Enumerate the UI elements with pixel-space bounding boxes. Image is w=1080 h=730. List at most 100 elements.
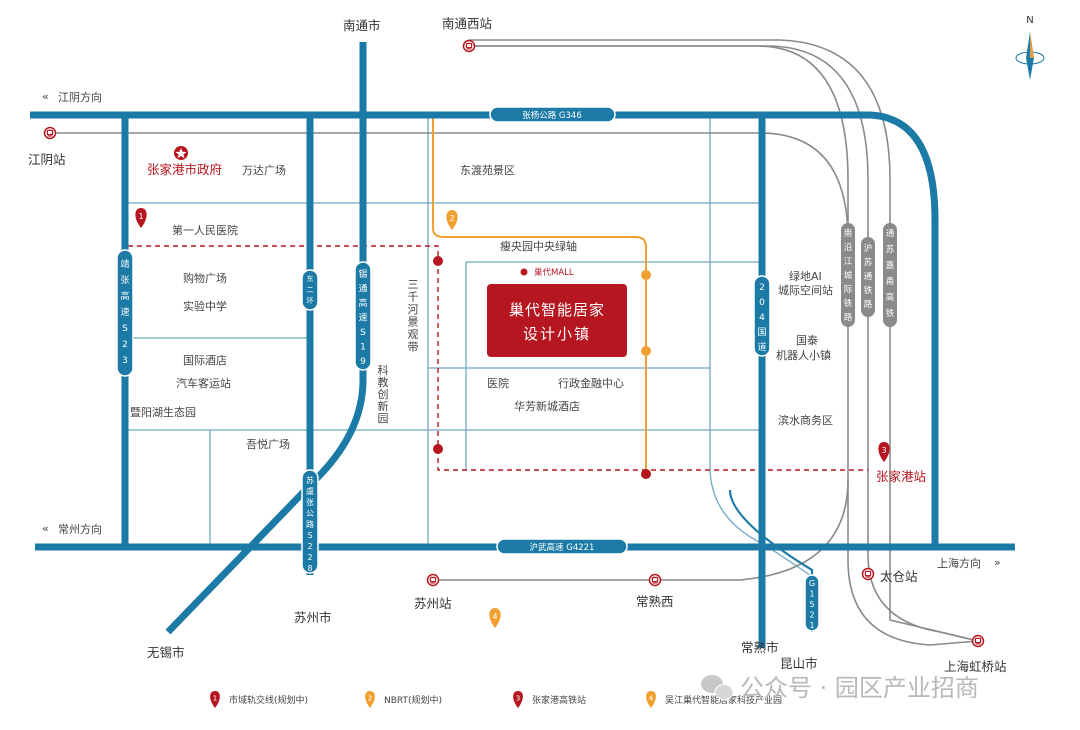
vertical-char: 2 bbox=[307, 542, 312, 551]
station-hongqiao: 上海虹桥站 bbox=[944, 659, 1007, 674]
vertical-char: 1 bbox=[809, 621, 814, 630]
station-icon bbox=[648, 573, 662, 587]
vertical-char: 8 bbox=[307, 564, 312, 573]
centerpiece-box: 巢代智能居家 设计小镇 bbox=[487, 284, 627, 357]
road-s228-pill bbox=[301, 469, 319, 574]
planned-rail-dashed bbox=[128, 245, 868, 471]
place-green-ai-1: 绿地AI bbox=[789, 269, 822, 283]
road-g346: 张杨公路 G346 bbox=[489, 106, 616, 123]
place-admin: 行政金融中心 bbox=[558, 376, 624, 390]
vertical-char: 三 bbox=[408, 278, 419, 291]
vertical-char: 1 bbox=[360, 343, 366, 353]
svg-text:4: 4 bbox=[649, 695, 654, 703]
vertical-char: 南 bbox=[844, 228, 853, 239]
centerpiece-line2: 设计小镇 bbox=[523, 325, 591, 343]
svg-text:NBRT(规划中): NBRT(规划中) bbox=[384, 694, 442, 706]
svg-text:1: 1 bbox=[213, 695, 217, 703]
city-wuxi: 无锡市 bbox=[147, 645, 185, 660]
vertical-char: 苏 bbox=[886, 244, 895, 255]
direction-changzhou-label: 常州方向 bbox=[58, 522, 102, 536]
svg-text:4: 4 bbox=[492, 612, 497, 621]
rail-tongsujia-pill bbox=[883, 223, 897, 327]
vertical-char: 0 bbox=[759, 298, 765, 308]
place-dongdu: 东渡苑景区 bbox=[460, 163, 515, 177]
legend-item: 4 吴江巢代智能居家科技产业园 bbox=[646, 691, 782, 708]
vertical-char: 观 bbox=[408, 328, 419, 341]
svg-text:N: N bbox=[1026, 15, 1033, 26]
road-east1-pill bbox=[301, 269, 319, 311]
rail-stop bbox=[433, 444, 443, 454]
place-mall: 巢代MALL bbox=[534, 267, 574, 278]
direction-jiangyin-label: 江阴方向 bbox=[58, 90, 102, 104]
place-shouyang: 瘦央园中央绿轴 bbox=[500, 239, 577, 253]
road-east1-label: 东二环 bbox=[307, 274, 314, 305]
vertical-char: 际 bbox=[844, 285, 853, 295]
svg-text:张杨公路 G346: 张杨公路 G346 bbox=[522, 110, 582, 121]
place-hotel-intl: 国际酒店 bbox=[183, 353, 227, 367]
vertical-char: 高 bbox=[120, 290, 129, 302]
vertical-char: 园 bbox=[378, 412, 389, 425]
vertical-char: 河 bbox=[408, 303, 419, 316]
vertical-char: S bbox=[360, 328, 366, 338]
station-jiangyin: 江阴站 bbox=[28, 152, 66, 167]
vertical-char: 铁 bbox=[886, 308, 895, 319]
vertical-char: 2 bbox=[809, 611, 814, 620]
road-g1521-pill bbox=[804, 574, 820, 632]
vertical-char: 锡 bbox=[358, 269, 367, 280]
vertical-char: 速 bbox=[358, 313, 367, 324]
vertical-char: 公 bbox=[306, 509, 314, 518]
place-school: 实验中学 bbox=[183, 299, 227, 313]
svg-text:1: 1 bbox=[138, 212, 143, 221]
vertical-char: 沪 bbox=[864, 243, 873, 254]
svg-text:沪武高速 G4221: 沪武高速 G4221 bbox=[530, 542, 595, 553]
station-icon bbox=[462, 39, 476, 53]
road-s19-pill bbox=[354, 261, 372, 371]
svg-text:市域轨交线(规划中): 市域轨交线(规划中) bbox=[229, 694, 308, 706]
road-g4221: 沪武高速 G4221 bbox=[496, 538, 628, 555]
nbrt-stop bbox=[641, 270, 651, 280]
place-huafang: 华芳新城酒店 bbox=[514, 399, 580, 413]
svg-text:张家港高铁站: 张家港高铁站 bbox=[532, 694, 586, 706]
vertical-char: 5 bbox=[809, 600, 814, 609]
vertical-char: 创 bbox=[378, 388, 389, 401]
vertical-char: 1 bbox=[809, 590, 814, 599]
place-lake: 暨阳湖生态园 bbox=[130, 405, 196, 419]
wechat-icon bbox=[701, 675, 734, 700]
place-hospital1: 第一人民医院 bbox=[172, 223, 238, 237]
direction-shanghai: » bbox=[994, 556, 1001, 569]
svg-text:2: 2 bbox=[449, 214, 454, 223]
place-green-ai-2: 城际空间站 bbox=[778, 283, 833, 297]
vertical-char: 二 bbox=[307, 286, 314, 294]
road-s23-pill bbox=[116, 249, 134, 377]
city-changshu: 常熟市 bbox=[741, 640, 779, 655]
vertical-char: 道 bbox=[757, 341, 766, 353]
svg-text:吴江巢代智能居家科技产业园: 吴江巢代智能居家科技产业园 bbox=[665, 694, 782, 706]
city-nantong: 南通市 bbox=[343, 18, 381, 33]
station-zhangjiagang: 张家港站 bbox=[876, 469, 926, 484]
vertical-char: 城 bbox=[844, 271, 853, 281]
nbrt-line bbox=[432, 118, 647, 474]
vertical-char: 景 bbox=[408, 316, 419, 329]
place-guotai-1: 国泰 bbox=[796, 333, 818, 347]
svg-text:3: 3 bbox=[516, 695, 520, 703]
vertical-char: 张 bbox=[120, 275, 129, 286]
place-binshui: 滨水商务区 bbox=[778, 413, 833, 427]
vertical-char: 科 bbox=[378, 363, 389, 377]
vertical-char: 速 bbox=[120, 307, 129, 318]
pin-4-icon: 4 bbox=[489, 608, 501, 628]
city-kunshan: 昆山市 bbox=[780, 656, 818, 671]
station-changshu-west: 常熟西 bbox=[636, 594, 674, 609]
vertical-char: 2 bbox=[759, 283, 765, 293]
centerpiece-line1: 巢代智能居家 bbox=[509, 301, 605, 319]
vertical-char: 苏 bbox=[864, 257, 873, 268]
station-suzhou: 苏州站 bbox=[414, 596, 452, 611]
city-suzhou: 苏州市 bbox=[294, 610, 332, 625]
nbrt-stop bbox=[641, 346, 651, 356]
